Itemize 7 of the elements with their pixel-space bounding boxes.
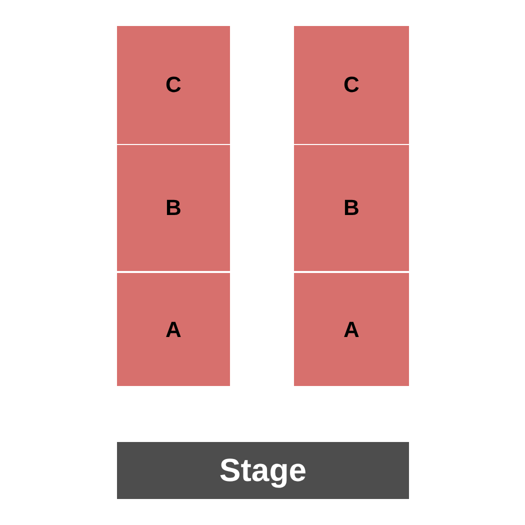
seating-section: A [117, 273, 230, 386]
seating-section: C [294, 26, 409, 144]
seating-section: B [294, 145, 409, 271]
seating-section: C [117, 26, 230, 144]
seating-section: B [117, 145, 230, 271]
stage-block: Stage [117, 442, 409, 499]
seating-section: A [294, 273, 409, 386]
